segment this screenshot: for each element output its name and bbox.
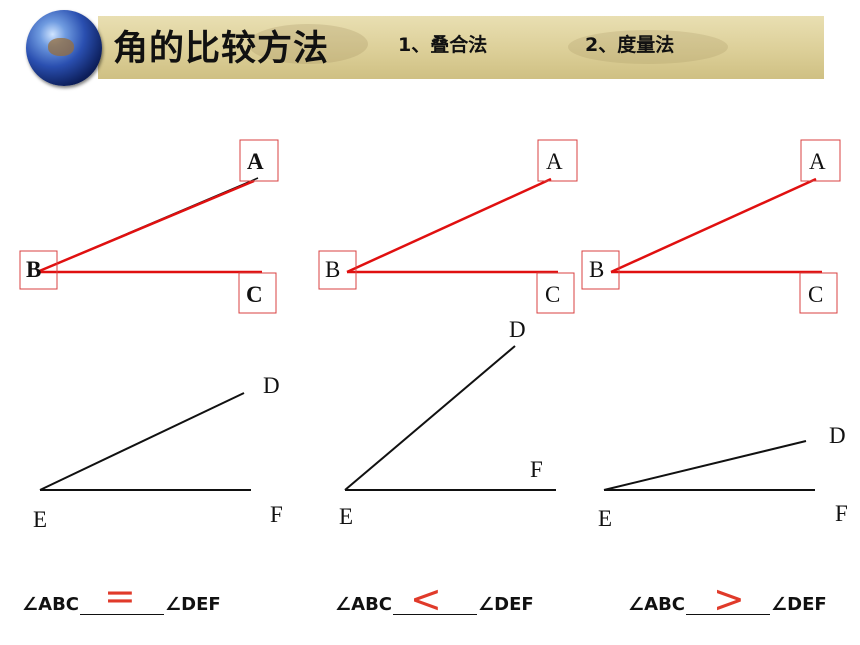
- answer-blank: [393, 596, 477, 615]
- label-box-b: [581, 250, 620, 290]
- point-b-label: B: [26, 257, 41, 282]
- point-b-label: B: [325, 257, 340, 282]
- label-box-c: [238, 272, 277, 314]
- point-c-label: C: [808, 282, 823, 307]
- point-d-label: D: [829, 423, 846, 448]
- point-a-label: A: [546, 149, 563, 174]
- equal-symbol: =: [104, 574, 136, 618]
- point-a-label: A: [247, 149, 264, 174]
- point-f-label: F: [530, 457, 543, 482]
- overlay-diagram-3: A B C: [581, 139, 841, 314]
- globe-icon: [26, 10, 102, 86]
- label-box-c: [536, 272, 575, 314]
- map-texture: [248, 24, 368, 64]
- angle-def-text: ∠DEF: [478, 594, 534, 615]
- point-a-label: A: [809, 149, 826, 174]
- overlay-diagram-1: A B C: [19, 139, 279, 314]
- less-than-symbol: <: [410, 577, 442, 621]
- angle-def-text: ∠DEF: [771, 594, 827, 615]
- label-box-a: [239, 139, 279, 182]
- title-banner: [98, 16, 824, 79]
- angle-def-3: D E F: [598, 423, 848, 531]
- comparison-1: ∠ABC ∠DEF: [22, 594, 221, 615]
- angle-def-2: D E F: [339, 317, 556, 529]
- page-title: 角的比较方法: [113, 29, 330, 69]
- point-e-label: E: [33, 507, 47, 532]
- overlay-diagram-2: A B C: [318, 139, 578, 314]
- point-c-label: C: [246, 282, 263, 307]
- point-f-label: F: [270, 502, 283, 527]
- point-b-label: B: [589, 257, 604, 282]
- angle-def-text: ∠DEF: [165, 594, 221, 615]
- label-box-b: [19, 250, 58, 290]
- angle-abc-text: ∠ABC: [628, 594, 685, 615]
- angle-abc-text: ∠ABC: [22, 594, 79, 615]
- point-d-label: D: [509, 317, 526, 342]
- greater-than-symbol: >: [713, 577, 745, 621]
- label-box-c: [799, 272, 838, 314]
- answer-blank: [686, 596, 770, 615]
- angle-def-1: D E F: [33, 373, 283, 532]
- label-box-a: [800, 139, 841, 182]
- label-box-b: [318, 250, 357, 290]
- angle-abc-text: ∠ABC: [335, 594, 392, 615]
- method-measure-label: 2、度量法: [585, 34, 675, 56]
- point-f-label: F: [835, 501, 848, 526]
- point-d-label: D: [263, 373, 280, 398]
- map-texture: [568, 30, 728, 64]
- point-c-label: C: [545, 282, 560, 307]
- comparison-2: ∠ABC ∠DEF: [335, 594, 534, 615]
- answer-blank: [80, 596, 164, 615]
- label-box-a: [537, 139, 578, 182]
- point-e-label: E: [598, 506, 612, 531]
- method-overlay-label: 1、叠合法: [398, 34, 488, 56]
- point-e-label: E: [339, 504, 353, 529]
- comparison-3: ∠ABC ∠DEF: [628, 594, 827, 615]
